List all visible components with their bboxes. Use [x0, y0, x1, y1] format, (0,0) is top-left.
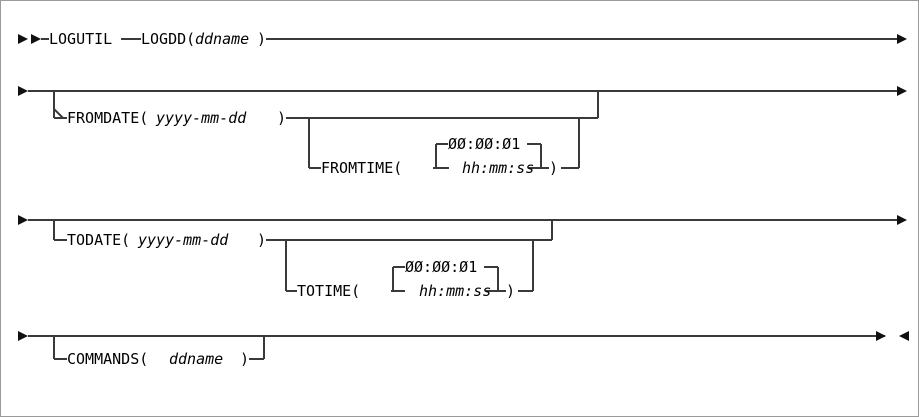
fromdate-close-paren: ): [277, 109, 287, 127]
logdd-close-paren: ): [257, 30, 267, 48]
fromtime-close-paren: ): [549, 159, 559, 177]
fromdate-date-variable: yyyy-mm-dd: [156, 109, 247, 127]
totime-time-variable: hh:mm:ss: [419, 282, 492, 300]
start-arrow-2: [18, 86, 28, 96]
todate-date-variable: yyyy-mm-dd: [138, 231, 229, 249]
totime-keyword: TOTIME(: [297, 282, 361, 300]
end-arrow-1: [897, 34, 907, 44]
start-arrow-1b: [31, 34, 41, 44]
commands-keyword: COMMANDS(: [67, 350, 149, 368]
logdd-keyword: LOGDD(: [141, 30, 196, 48]
fromtime-default-value: ØØ:ØØ:Ø1: [448, 135, 521, 153]
fromtime-time-variable: hh:mm:ss: [462, 159, 535, 177]
logdd-ddname-variable: ddname: [195, 30, 250, 48]
end-arrow-3: [897, 215, 907, 225]
end-arrow-2: [897, 86, 907, 96]
end-arrow-4b: [899, 331, 909, 341]
start-arrow-3: [18, 215, 28, 225]
end-arrow-4a: [876, 331, 886, 341]
fromtime-keyword: FROMTIME(: [321, 159, 403, 177]
totime-close-paren: ): [506, 282, 516, 300]
commands-close-paren: ): [240, 350, 250, 368]
fromdate-keyword: FROMDATE(: [67, 109, 149, 127]
todate-keyword: TODATE(: [67, 231, 131, 249]
commands-ddname-variable: ddname: [169, 350, 224, 368]
totime-default-value: ØØ:ØØ:Ø1: [405, 258, 478, 276]
fromdate-branch-down: [53, 91, 64, 119]
logutil-keyword: LOGUTIL: [49, 30, 113, 48]
start-arrow-1a: [18, 34, 28, 44]
start-arrow-4: [18, 331, 28, 341]
todate-close-paren: ): [257, 231, 267, 249]
